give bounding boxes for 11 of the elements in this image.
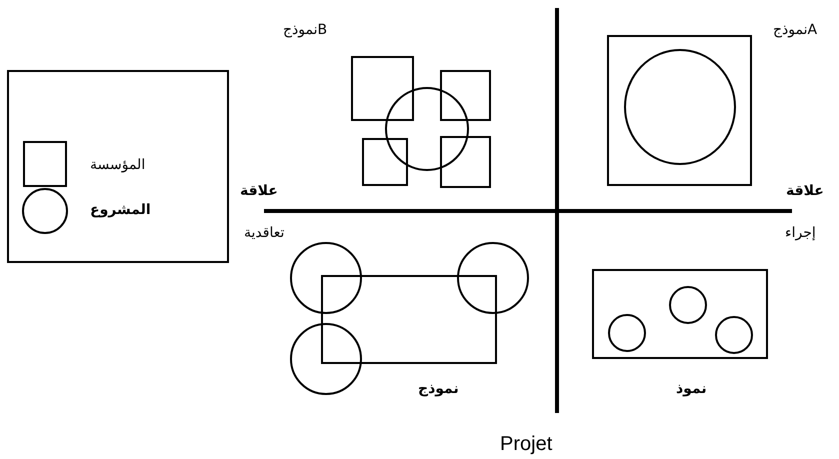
quadrant-label: نموذجA	[773, 21, 818, 39]
quadrant-label: نموذ	[676, 380, 707, 398]
quadrant-label: نموذج	[418, 380, 459, 398]
legend-label: المشروع	[90, 201, 151, 219]
axis-label: تعاقدية	[244, 224, 284, 242]
axis-label: علاقة	[240, 182, 278, 200]
quadrant-label: نموذجB	[283, 21, 328, 39]
axis-title: Projet	[500, 432, 552, 456]
axis-label: علاقة	[786, 182, 824, 200]
axis-label: إجراء	[785, 224, 816, 242]
legend-label: المؤسسة	[90, 156, 146, 174]
